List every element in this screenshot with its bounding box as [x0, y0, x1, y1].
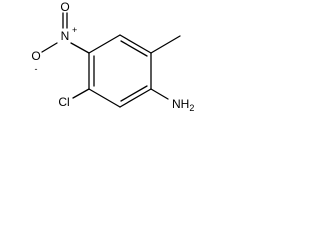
structure-canvas: O N + O - Cl NH2 [0, 0, 208, 140]
ring-bond-c1-c2-inner [120, 40, 148, 57]
oxygen-charge-label: - [35, 64, 38, 74]
methyl-bond [150, 35, 181, 54]
chlorine-label: Cl [58, 95, 69, 109]
nitro-bond [70, 42, 90, 54]
ring-bond-c3-c4-inner [120, 85, 148, 102]
n-o-single-bond [41, 42, 58, 53]
amine-label: NH2 [172, 97, 194, 113]
oxygen-left-label: O [31, 49, 40, 63]
amine-bond [150, 88, 169, 100]
ring-bond-c4-c5 [88, 88, 121, 108]
bonds [41, 12, 181, 108]
chloro-bond [72, 88, 90, 99]
atom-labels: O N + O - Cl NH2 [31, 0, 194, 113]
amine-label-main: NH [172, 97, 189, 111]
oxygen-top-label: O [60, 0, 69, 14]
nitrogen-label: N [61, 29, 70, 43]
amine-label-subscript: 2 [189, 103, 194, 113]
nitrogen-charge-label: + [72, 25, 77, 35]
structure-diagram: O N + O - Cl NH2 [31, 0, 194, 113]
ring-bond-c6-c1 [88, 34, 121, 54]
ring-bond-c1-c2 [119, 34, 152, 54]
ring-bond-c3-c4 [119, 88, 152, 108]
